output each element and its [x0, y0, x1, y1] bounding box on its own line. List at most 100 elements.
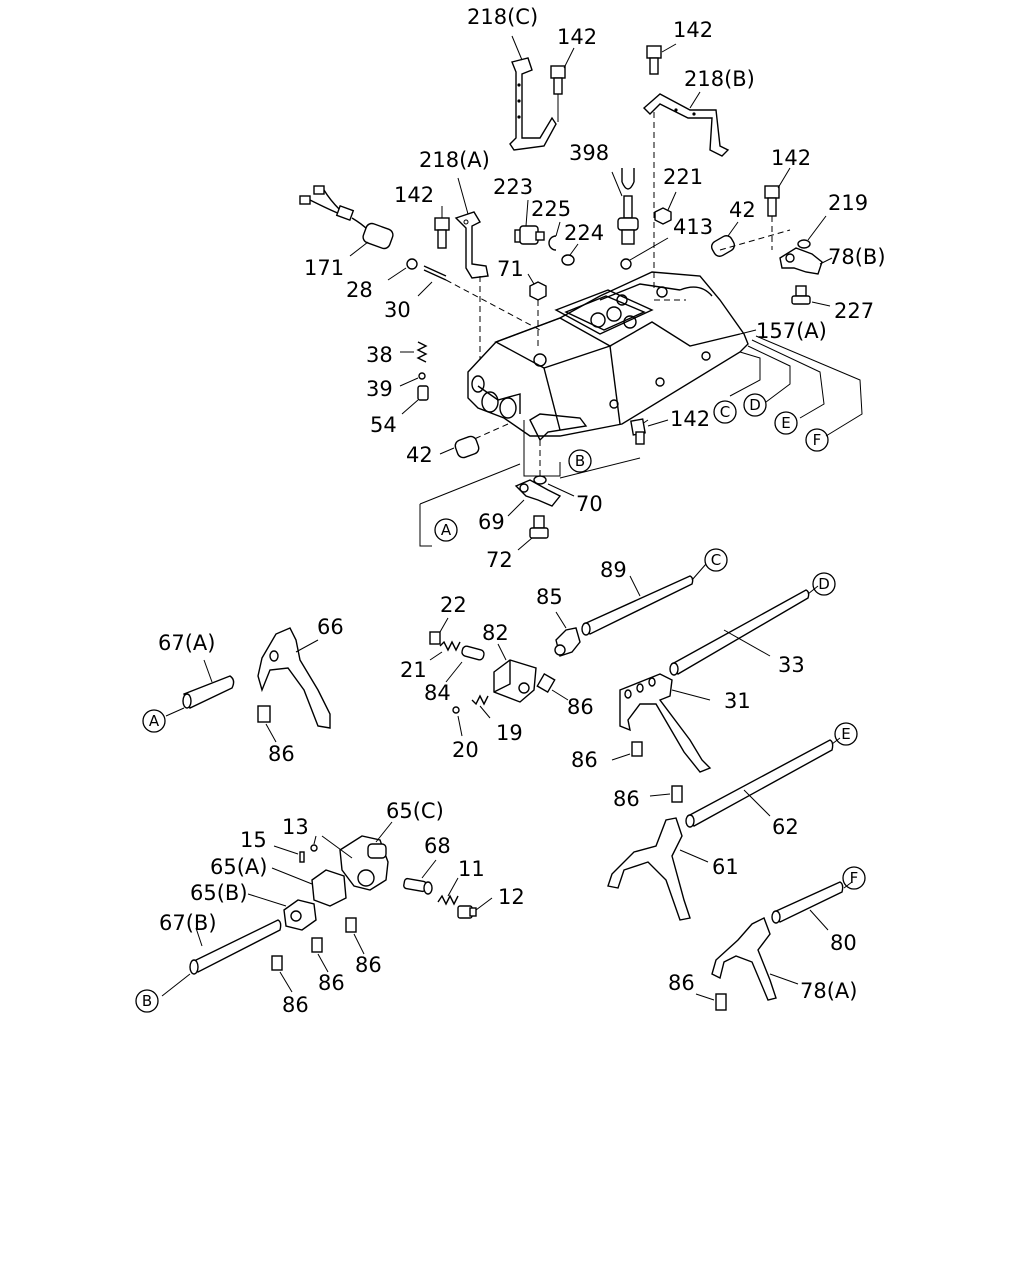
ref-a-top: A [434, 518, 458, 542]
label-142-d: 142 [394, 183, 434, 207]
block-65c [339, 821, 393, 891]
label-157a: 157(A) [756, 319, 827, 343]
part-labels: 218(C) 142 142 218(B) 398 218(A) 221 142… [158, 5, 886, 1017]
screw-86-fork78a [695, 993, 727, 1011]
ref-leader-lines [419, 335, 863, 547]
washer-219 [797, 215, 827, 249]
sleeve-42-lower [439, 435, 480, 459]
label-86-d: 86 [613, 787, 640, 811]
spring-21 [429, 640, 461, 661]
label-86-e: 86 [355, 953, 382, 977]
label-218b: 218(B) [684, 67, 755, 91]
label-171: 171 [304, 256, 344, 280]
nut-221 [654, 191, 677, 225]
plug-12 [457, 897, 493, 919]
label-85: 85 [536, 585, 563, 609]
pin-30 [417, 265, 541, 331]
label-67a: 67(A) [158, 631, 215, 655]
svg-text:A: A [149, 712, 160, 730]
shaft-67a [165, 659, 235, 717]
bolt-227 [791, 285, 831, 307]
pin-68 [403, 859, 437, 895]
svg-text:D: D [749, 396, 761, 414]
washer-224 [561, 243, 579, 266]
label-11: 11 [458, 857, 485, 881]
screw-86-65c [345, 917, 365, 955]
svg-text:C: C [720, 403, 730, 421]
nut-71 [527, 273, 547, 350]
label-71: 71 [497, 257, 524, 281]
switch-223 [514, 199, 545, 245]
label-223: 223 [493, 175, 533, 199]
label-28: 28 [346, 278, 373, 302]
shaft-62 [685, 737, 841, 828]
spring-19 [471, 694, 491, 719]
pin-13 [310, 835, 353, 859]
label-70: 70 [576, 492, 603, 516]
block-82 [493, 643, 537, 703]
part-85 [554, 611, 581, 657]
screw-86-fork31 [611, 741, 643, 761]
label-33: 33 [778, 653, 805, 677]
label-67b: 67(B) [159, 911, 217, 935]
label-65c: 65(C) [386, 799, 444, 823]
label-82: 82 [482, 621, 509, 645]
label-38: 38 [366, 343, 393, 367]
bracket-218a [454, 177, 489, 279]
label-12: 12 [498, 885, 525, 909]
part-84 [445, 645, 485, 683]
label-89: 89 [600, 558, 627, 582]
svg-text:B: B [575, 452, 585, 470]
fork-31 [619, 673, 712, 773]
screw-86-fork66 [257, 705, 277, 743]
label-142-e: 142 [670, 407, 710, 431]
screw-86-65a [311, 937, 329, 973]
label-218a: 218(A) [419, 148, 490, 172]
fork-66 [257, 627, 331, 729]
fork-61 [607, 817, 709, 921]
label-86-b: 86 [268, 742, 295, 766]
shaft-80 [771, 881, 853, 931]
label-86-a: 86 [567, 695, 594, 719]
label-225: 225 [531, 197, 571, 221]
label-413: 413 [673, 215, 713, 239]
sleeve-42-upper [710, 221, 739, 257]
label-62: 62 [772, 815, 799, 839]
label-86-h: 86 [282, 993, 309, 1017]
shaft-33 [669, 585, 819, 676]
label-15: 15 [240, 828, 267, 852]
pin-15 [273, 845, 305, 863]
ref-circles: A B C D E F C D A E F B [135, 393, 866, 1013]
svg-text:E: E [781, 414, 790, 432]
label-13: 13 [282, 815, 309, 839]
bracket-218c [509, 35, 557, 151]
svg-text:B: B [142, 992, 152, 1010]
plunger-22 [429, 617, 449, 645]
label-42-a: 42 [729, 198, 756, 222]
svg-text:F: F [850, 869, 859, 887]
label-66: 66 [317, 615, 344, 639]
ref-f-top: F [805, 428, 829, 452]
shaft-89 [581, 563, 707, 636]
screw-86-65b [271, 955, 293, 993]
ref-b-top: B [568, 449, 592, 473]
label-78b: 78(B) [828, 245, 886, 269]
switch-398 [611, 168, 639, 245]
bolt-142-lower [630, 418, 669, 445]
label-218c: 218(C) [467, 5, 538, 29]
plunger-54 [401, 385, 429, 415]
label-86-f: 86 [318, 971, 345, 995]
bolt-142-mid-left [434, 206, 450, 249]
bolt-72 [517, 515, 549, 551]
svg-text:E: E [841, 725, 850, 743]
label-69: 69 [478, 510, 505, 534]
label-142-a: 142 [557, 25, 597, 49]
ball-39 [418, 372, 426, 380]
screw-86-middle [536, 672, 569, 701]
bracket-218b [642, 91, 730, 290]
block-65b [247, 893, 317, 931]
label-65a: 65(A) [210, 855, 267, 879]
svg-text:A: A [441, 521, 452, 539]
label-142-b: 142 [673, 18, 713, 42]
